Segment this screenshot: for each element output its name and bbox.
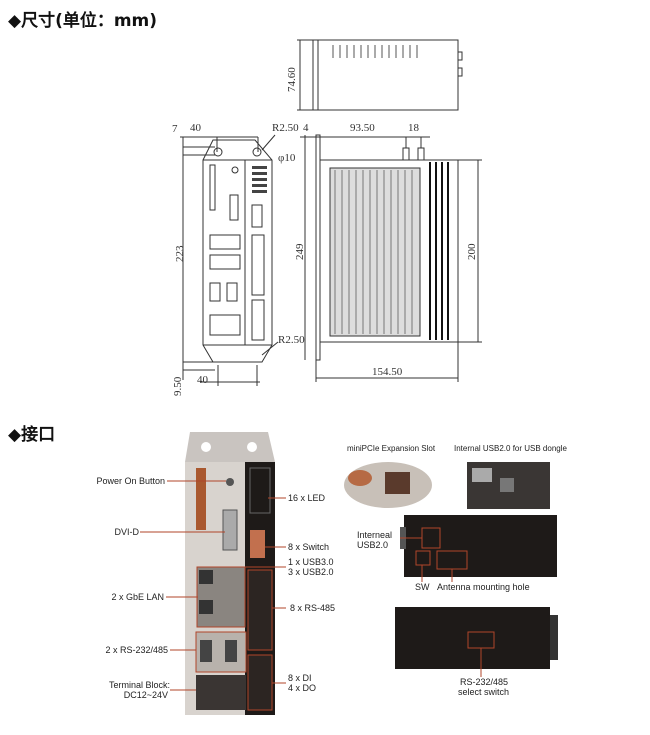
label-di: 8 x DI [288, 673, 312, 683]
internal-board-photo [400, 515, 557, 582]
interfaces-heading: ◆接口 [8, 425, 56, 445]
label-internal-usb-1: Interneal [357, 530, 393, 540]
label-do: 4 x DO [288, 683, 317, 693]
dim-front-width-bottom: 40 [197, 374, 208, 386]
label-usb-dongle: Internal USB2.0 for USB dongle [454, 444, 567, 453]
label-usb2: 3 x USB2.0 [288, 567, 334, 577]
dim-side-offset: 4 [303, 122, 309, 134]
top-view-drawing [297, 39, 463, 111]
label-usb3: 1 x USB3.0 [288, 557, 334, 567]
label-power-on-button: Power On Button [96, 476, 165, 486]
bottom-board-photo [395, 607, 558, 677]
label-rs232-485: 2 x RS-232/485 [105, 645, 168, 655]
dimensions-heading: ◆尺寸(单位：mm) [8, 11, 158, 31]
label-gbe-lan: 2 x GbE LAN [111, 592, 164, 602]
usb-dongle-photo [467, 462, 550, 509]
label-select-2: select switch [458, 687, 510, 697]
minipcie-photo [344, 462, 432, 508]
side-view-drawing [300, 134, 482, 382]
label-terminal-block: Terminal Block: [108, 680, 170, 690]
dim-front-top-offset: 7 [172, 123, 178, 135]
label-dvi-d: DVI-D [114, 527, 140, 537]
label-led: 16 x LED [288, 493, 326, 503]
label-minipcie: miniPCIe Expansion Slot [347, 444, 436, 453]
label-antenna-hole: Antenna mounting hole [437, 582, 530, 592]
dim-front-width-top: 40 [190, 122, 201, 134]
front-view-drawing [180, 134, 279, 386]
dim-radius-top: R2.50 [272, 122, 299, 134]
dim-side-width: 154.50 [372, 366, 403, 378]
label-switch: 8 x Switch [288, 542, 330, 552]
callout-lines [140, 480, 286, 691]
front-panel-photo [185, 432, 275, 715]
label-select-1: RS-232/485 [460, 677, 509, 687]
label-terminal-voltage: DC12~24V [123, 690, 168, 700]
label-sw: SW [415, 582, 430, 592]
label-internal-usb-2: USB2.0 [357, 540, 389, 550]
dim-side-depth: 93.50 [350, 122, 375, 134]
dim-radius-bottom: R2.50 [278, 334, 305, 346]
dim-antenna-spacing: 18 [408, 122, 419, 134]
dim-hole-diameter: φ10 [278, 152, 296, 164]
label-rs485: 8 x RS-485 [290, 603, 336, 613]
